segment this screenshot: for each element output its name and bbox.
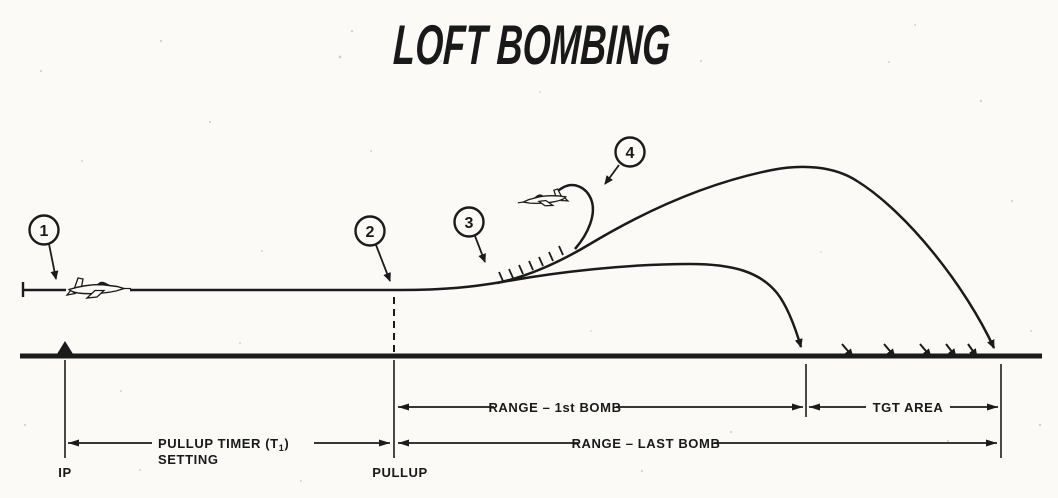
- callout-2-number: 2: [366, 224, 375, 241]
- tgt-area-label: TGT AREA: [873, 400, 944, 415]
- bomb-impact-arrows: [841, 343, 978, 358]
- callout-1-circle: [28, 214, 60, 246]
- callout-3-number: 3: [465, 215, 474, 232]
- callout-2: 2: [354, 215, 391, 282]
- ip-label: IP: [58, 465, 71, 480]
- pullup-timer-label: PULLUP TIMER (T1): [158, 436, 289, 453]
- callout-3: 3: [453, 206, 486, 263]
- dimension-extension-lines: [64, 360, 1002, 458]
- pullup-label: PULLUP: [372, 465, 428, 480]
- range-last-bomb-label: RANGE – LAST BOMB: [572, 436, 721, 451]
- page-title: LOFT BOMBING: [392, 13, 671, 76]
- range-first-bomb-label: RANGE – 1st BOMB: [488, 400, 621, 415]
- ip-marker: [57, 341, 73, 354]
- callout-2-circle: [354, 215, 386, 247]
- callout-1-number: 1: [40, 223, 49, 240]
- pullup-timer-setting-label: SETTING: [158, 452, 219, 467]
- first-bomb-trajectory: [130, 262, 803, 348]
- callout-4-number: 4: [626, 145, 635, 162]
- paper-speckles: [23, 24, 1042, 482]
- callout-1: 1: [28, 214, 60, 280]
- aircraft-level-icon: [65, 277, 131, 299]
- callout-4-circle: [614, 136, 646, 168]
- callout-3-circle: [453, 206, 485, 238]
- release-tick-marks: [498, 245, 564, 282]
- callout-4: 4: [604, 136, 646, 185]
- last-bomb-trajectory: [496, 165, 996, 349]
- aircraft-escape-icon: [517, 188, 570, 207]
